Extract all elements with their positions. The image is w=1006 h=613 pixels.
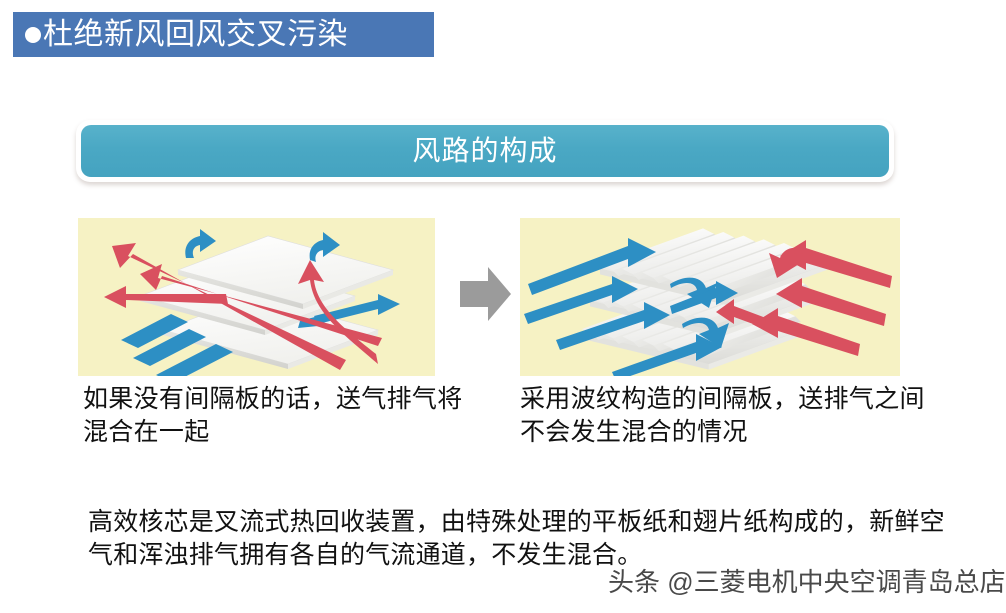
exhaust-air-arrows [716, 240, 892, 356]
caption-right: 采用波纹构造的间隔板，送排气之间不会发生混合的情况 [520, 386, 925, 446]
watermark-text: 头条 @三菱电机中央空调青岛总店 [608, 567, 1006, 597]
slide-title-text: 杜绝新风回风交叉污染 [43, 17, 348, 51]
caption-left: 如果没有间隔板的话，送气排气将混合在一起 [83, 386, 463, 446]
section-header-bar: 风路的构成 [81, 125, 889, 177]
figure-left-flat-plates [78, 218, 435, 376]
slide-title-banner: 杜绝新风回风交叉污染 [13, 12, 434, 57]
figure-right-corrugated-plates [520, 218, 900, 376]
plate-top [177, 235, 394, 309]
exhaust-air-arrows [104, 243, 382, 370]
transition-arrow-icon [458, 263, 513, 325]
section-header: 风路的构成 [76, 120, 894, 182]
bullet-icon [25, 27, 41, 43]
body-paragraph: 高效核芯是叉流式热回收装置，由特殊处理的平板纸和翅片纸构成的，新鲜空气和浑浊排气… [88, 509, 945, 569]
corrugated-plates-illustration [524, 227, 892, 376]
flat-plates-illustration [104, 229, 400, 376]
supply-air-bands [121, 314, 233, 376]
section-header-text: 风路的构成 [412, 135, 558, 166]
supply-air-arrows [524, 238, 738, 376]
supply-air-arrows [185, 229, 400, 328]
